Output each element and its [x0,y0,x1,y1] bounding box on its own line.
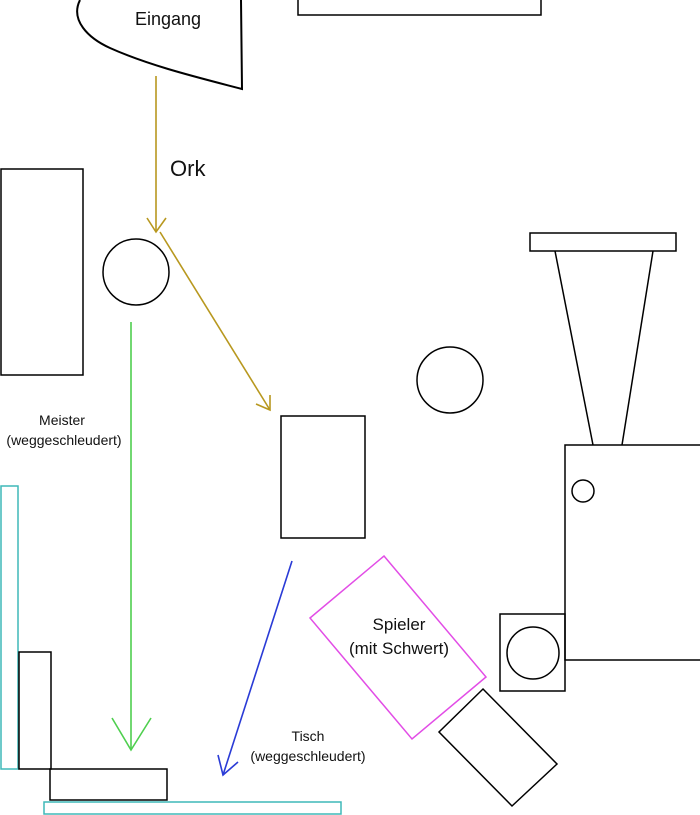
table-label-line1: Tisch [292,728,325,744]
table-path-arrow [217,560,293,777]
top-furniture [297,0,542,16]
orc-label: Ork [170,156,206,181]
bottom-left-post [18,651,52,770]
left-cabinet [0,168,84,376]
entrance-shape [76,0,244,91]
right-top-plate [529,232,677,252]
player-label-line1: Spieler [373,615,426,634]
right-stand-right-leg [621,250,654,446]
stool-circle [506,626,560,680]
table-label-line2: (weggeschleudert) [250,748,365,764]
entrance-label: Eingang [135,9,201,29]
teal-floor-bottom [43,801,342,815]
master-figure [102,238,170,306]
right-cabinet-knob [571,479,595,503]
master-path-arrow [111,322,152,752]
right-stand-left-leg [554,250,594,446]
orc-path-arrow [146,76,271,412]
stool-square [499,613,566,692]
master-label-line1: Meister [39,412,85,428]
master-label-line2: (weggeschleudert) [6,432,121,448]
player-shape [308,554,488,741]
bottom-left-bench [49,768,168,801]
bottom-right-crate [437,687,559,808]
right-cabinet [564,444,700,661]
teal-wall-left [0,485,19,770]
round-object [416,346,484,414]
table-shape [280,415,366,539]
player-label-line2: (mit Schwert) [349,639,449,658]
